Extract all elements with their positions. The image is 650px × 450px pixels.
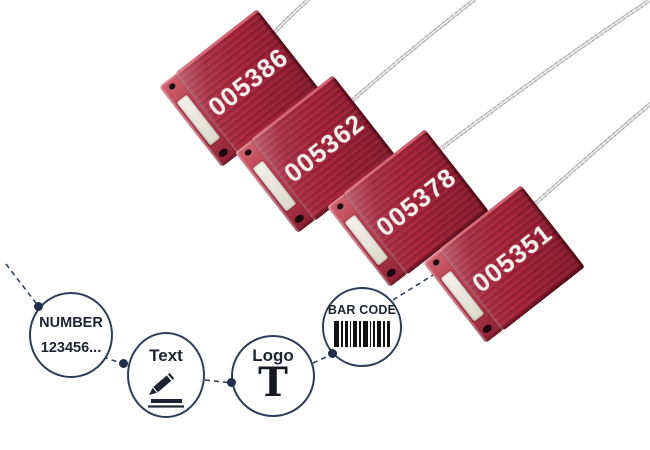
connector-dot (34, 302, 43, 311)
connector-dot (227, 378, 236, 387)
option-label: Text (149, 346, 183, 365)
lock-hole-icon (385, 266, 398, 279)
option-number: NUMBER 123456... (29, 292, 113, 378)
option-label: BAR CODE (327, 303, 397, 317)
option-logo: Logo T (231, 335, 315, 417)
letter-t-icon: T (258, 359, 288, 406)
pencil-icon (148, 373, 184, 408)
cable-hole-icon (431, 258, 441, 268)
connector-dot (119, 359, 128, 368)
option-text: Text (127, 332, 205, 418)
option-barcode: BAR CODE (322, 287, 402, 367)
lock-hole-icon (293, 212, 306, 225)
seal-cable (526, 102, 650, 212)
connector-line (5, 263, 40, 308)
barcode-icon (334, 321, 390, 347)
lock-hole-icon (481, 322, 494, 335)
option-label: NUMBER (39, 314, 103, 331)
cable-hole-icon (243, 148, 253, 158)
option-label: Logo (252, 346, 294, 365)
seal-cable (432, 0, 650, 156)
cable-hole-icon (167, 82, 177, 92)
option-sublabel: 123456... (40, 339, 102, 356)
lock-hole-icon (217, 146, 230, 159)
cable-hole-icon (335, 202, 345, 212)
seal-cable (346, 0, 476, 106)
connector-dot (328, 349, 337, 358)
